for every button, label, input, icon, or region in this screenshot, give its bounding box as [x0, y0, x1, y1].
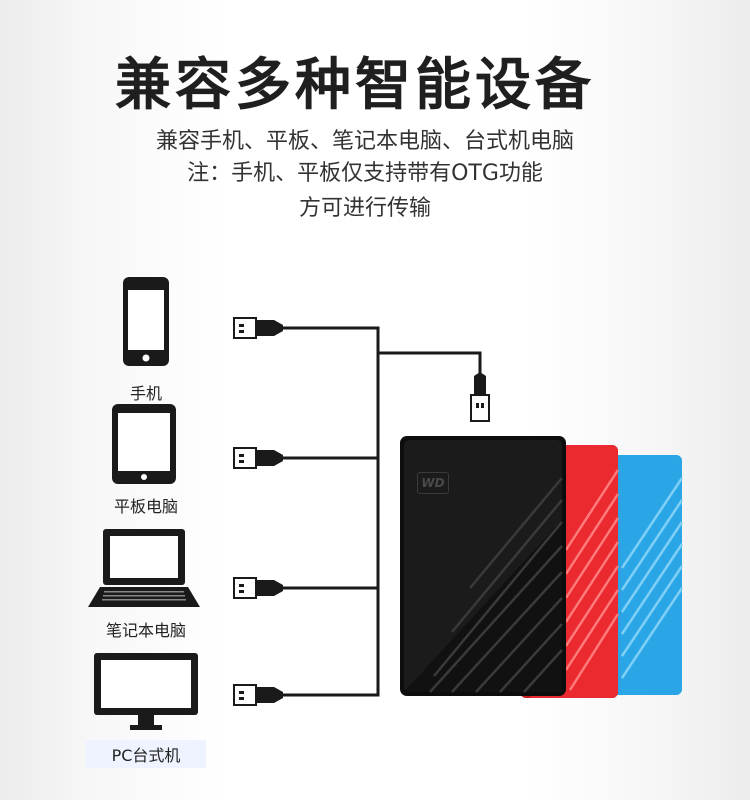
desktop-icon	[94, 653, 198, 730]
otg-note-continued: 方可进行传输	[298, 196, 431, 221]
compat-description: 兼容手机、平板、笔记本电脑、台式机电脑	[155, 129, 574, 154]
usb-plug-3	[233, 577, 283, 599]
usb-plug-4	[233, 684, 283, 706]
device-label-phone: 手机	[129, 384, 162, 403]
wd-logo: WD	[417, 472, 449, 494]
page-title: 兼容多种智能设备	[115, 53, 595, 118]
tablet-icon	[112, 404, 176, 484]
usb-plug-drive	[470, 372, 490, 422]
device-label-tablet: 平板电脑	[113, 497, 178, 516]
usb-plug-1	[233, 317, 283, 339]
device-label-laptop: 笔记本电脑	[105, 621, 186, 640]
usb-cables	[282, 326, 482, 697]
phone-icon	[123, 277, 169, 366]
device-label-desktop: PC台式机	[86, 740, 206, 768]
laptop-icon	[88, 529, 200, 607]
drive-black	[400, 436, 566, 696]
usb-plug-2	[233, 447, 283, 469]
otg-note: 注：手机、平板仅支持带有OTG功能	[187, 161, 543, 186]
